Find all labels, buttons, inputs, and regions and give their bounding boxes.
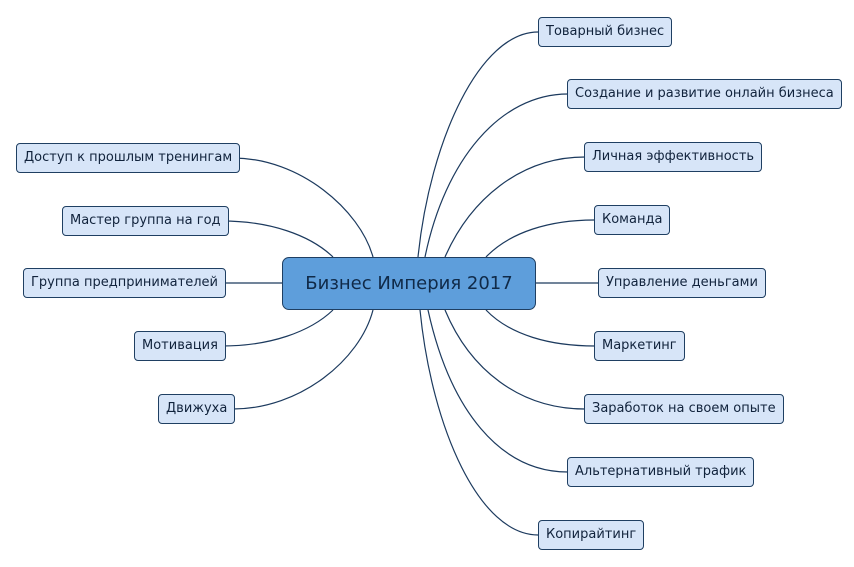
connector-left-2 [221, 220, 334, 258]
connector-right-4 [485, 219, 595, 258]
topic-tovarny-biznes[interactable]: Товарный бизнес [538, 17, 673, 47]
topic-lichnaya-effektivnost[interactable]: Личная эффективность [584, 142, 763, 172]
topic-marketing[interactable]: Маркетинг [594, 331, 685, 361]
topic-dostup-k-treningam[interactable]: Доступ к прошлым тренингам [16, 143, 241, 173]
connector-right-8 [427, 309, 569, 473]
topic-gruppa-predprinimatelei[interactable]: Группа предпринимателей [23, 268, 226, 298]
connector-right-3 [444, 156, 586, 258]
topic-kopiraiting[interactable]: Копирайтинг [538, 520, 645, 550]
connector-right-2 [424, 93, 569, 258]
central-topic[interactable]: Бизнес Империя 2017 [282, 257, 536, 310]
connector-right-1 [417, 31, 539, 258]
topic-master-gruppa[interactable]: Мастер группа на год [62, 206, 229, 236]
topic-dvizhuha[interactable]: Движуха [158, 394, 236, 424]
connector-left-5 [232, 309, 374, 410]
topic-motivaciya[interactable]: Мотивация [134, 331, 226, 361]
connector-right-7 [444, 309, 586, 410]
connector-right-9 [419, 309, 539, 536]
topic-zarabotok-na-opyte[interactable]: Заработок на своем опыте [584, 394, 784, 424]
topic-sozdanie-onlain-biznesa[interactable]: Создание и развитие онлайн бизнеса [567, 79, 842, 109]
topic-upravlenie-dengami[interactable]: Управление деньгами [598, 268, 766, 298]
connector-left-1 [232, 157, 374, 258]
topic-alternativny-trafik[interactable]: Альтернативный трафик [567, 457, 755, 487]
connector-right-6 [485, 309, 596, 347]
connector-left-4 [221, 309, 334, 347]
topic-komanda[interactable]: Команда [594, 205, 671, 235]
